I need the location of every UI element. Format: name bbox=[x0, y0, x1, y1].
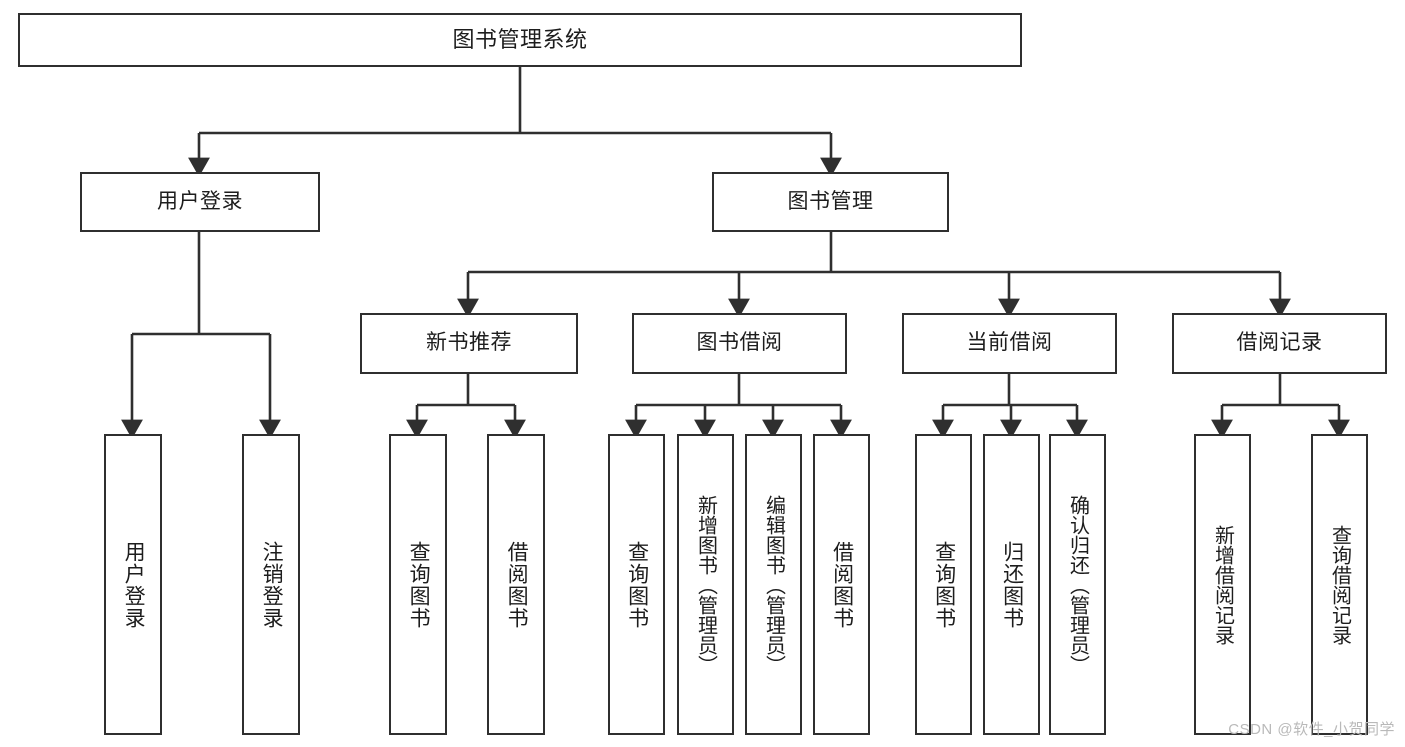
node-label: 用户登录 bbox=[157, 189, 243, 213]
node-book-borrowing[interactable]: 图书借阅 bbox=[632, 313, 847, 374]
node-leaf-borrow-book-1[interactable]: 借阅图书 bbox=[487, 434, 545, 735]
node-label: 借阅图书 bbox=[830, 540, 854, 629]
node-label: 查询图书 bbox=[407, 540, 431, 629]
node-label: 图书管理 bbox=[787, 189, 874, 213]
node-label: 查询图书 bbox=[625, 540, 649, 629]
node-leaf-edit-book-admin[interactable]: 编辑图书（管理员） bbox=[745, 434, 802, 735]
csdn-watermark: CSDN @软件_小贺同学 bbox=[1228, 721, 1395, 738]
node-new-book-recommendation[interactable]: 新书推荐 bbox=[360, 313, 578, 374]
node-borrowing-record[interactable]: 借阅记录 bbox=[1172, 313, 1387, 374]
node-user-login[interactable]: 用户登录 bbox=[80, 172, 320, 232]
node-current-borrowing[interactable]: 当前借阅 bbox=[902, 313, 1117, 374]
node-leaf-borrow-book-2[interactable]: 借阅图书 bbox=[813, 434, 870, 735]
node-label: 归还图书 bbox=[1000, 540, 1024, 629]
node-leaf-return-book[interactable]: 归还图书 bbox=[983, 434, 1040, 735]
node-leaf-user-login[interactable]: 用户登录 bbox=[104, 434, 162, 735]
node-label: 编辑图书（管理员） bbox=[762, 494, 785, 675]
node-book-management[interactable]: 图书管理 bbox=[712, 172, 949, 232]
node-leaf-add-book-admin[interactable]: 新增图书（管理员） bbox=[677, 434, 734, 735]
node-label: 用户登录 bbox=[122, 540, 146, 629]
node-label: 注销登录 bbox=[260, 540, 284, 629]
node-label: 图书管理系统 bbox=[452, 27, 588, 53]
node-leaf-query-book-2[interactable]: 查询图书 bbox=[608, 434, 665, 735]
node-leaf-add-borrow-record[interactable]: 新增借阅记录 bbox=[1194, 434, 1251, 735]
node-leaf-confirm-return-admin[interactable]: 确认归还（管理员） bbox=[1049, 434, 1106, 735]
node-label: 图书借阅 bbox=[696, 331, 783, 355]
node-label: 新增借阅记录 bbox=[1211, 524, 1234, 645]
node-label: 借阅记录 bbox=[1236, 331, 1323, 355]
node-leaf-logout[interactable]: 注销登录 bbox=[242, 434, 300, 735]
node-leaf-query-borrow-record[interactable]: 查询借阅记录 bbox=[1311, 434, 1368, 735]
node-label: 借阅图书 bbox=[505, 540, 529, 629]
node-label: 新增图书（管理员） bbox=[694, 494, 717, 675]
node-label: 当前借阅 bbox=[966, 331, 1053, 355]
node-label: 查询借阅记录 bbox=[1328, 524, 1351, 645]
node-root-book-management-system[interactable]: 图书管理系统 bbox=[18, 13, 1022, 67]
node-label: 查询图书 bbox=[932, 540, 956, 629]
node-label: 确认归还（管理员） bbox=[1066, 494, 1089, 675]
node-leaf-query-book-1[interactable]: 查询图书 bbox=[389, 434, 447, 735]
node-label: 新书推荐 bbox=[426, 331, 512, 355]
node-leaf-query-book-3[interactable]: 查询图书 bbox=[915, 434, 972, 735]
